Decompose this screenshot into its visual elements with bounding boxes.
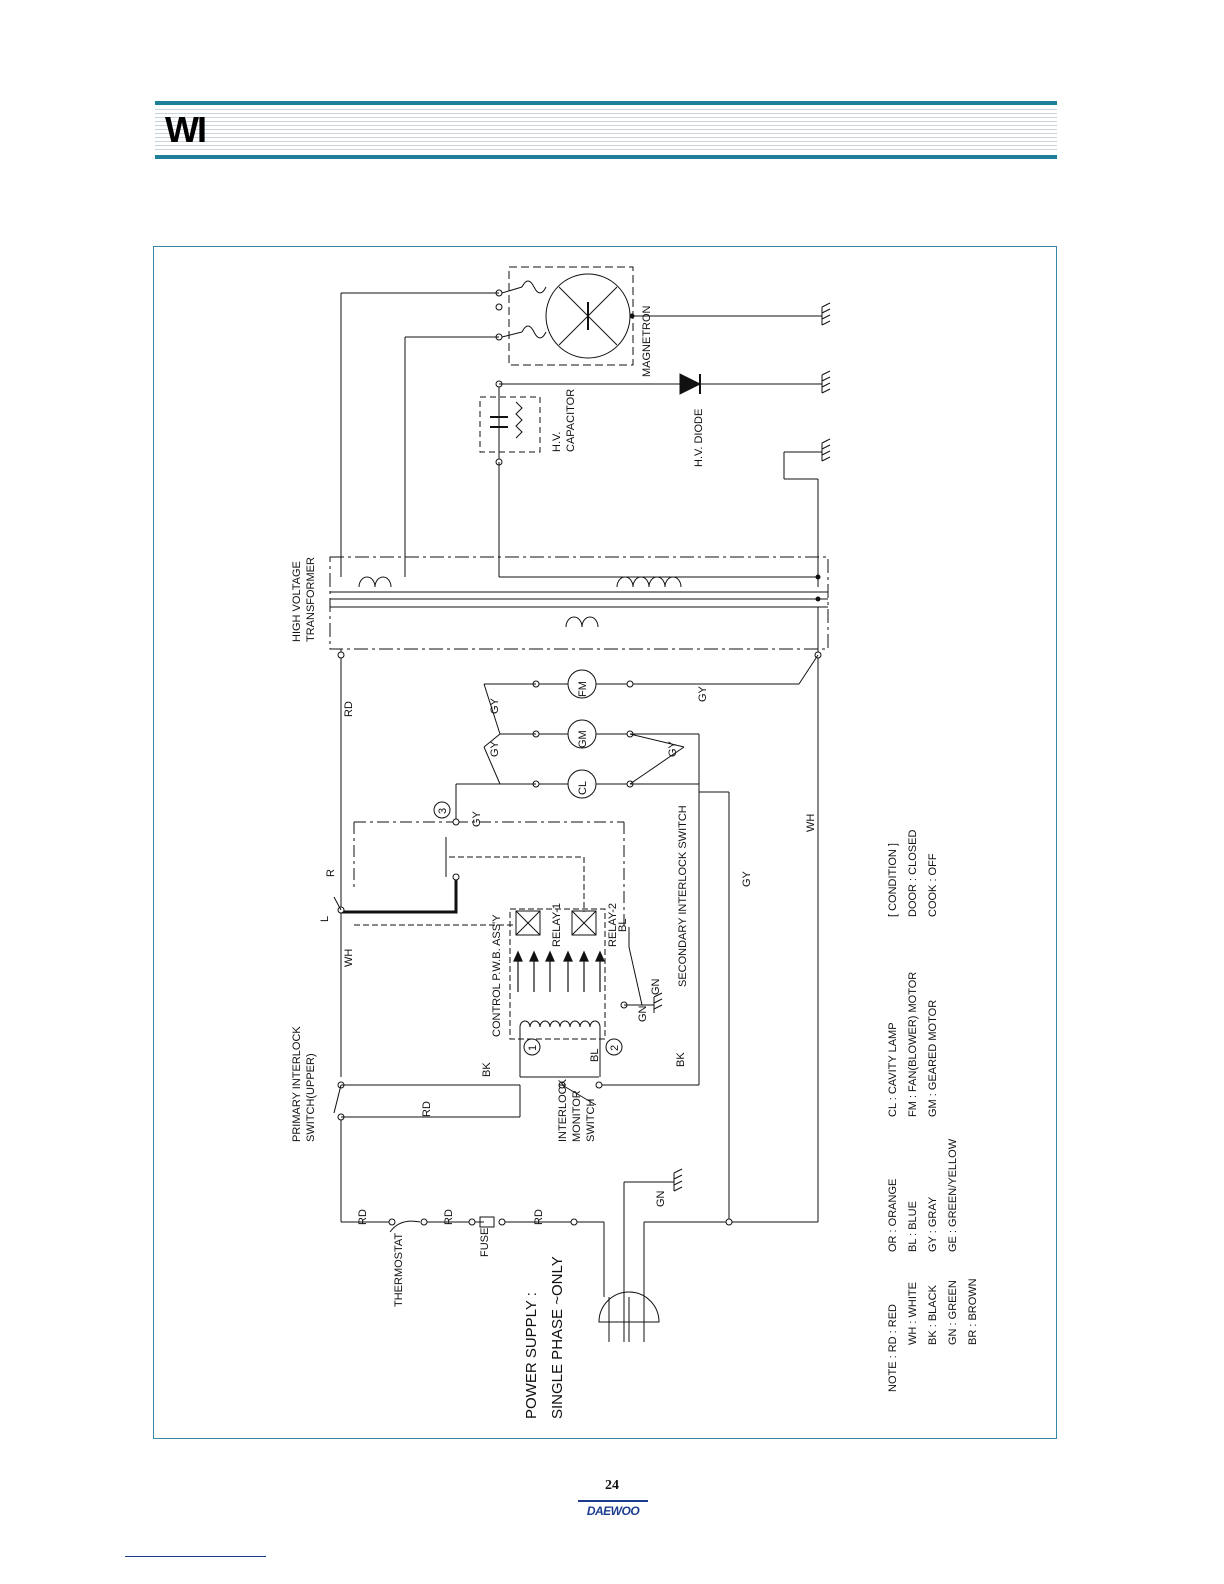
wire-labels: RD WH RD BK BL GN GN BL BK GY GY GY GY G… <box>343 685 817 1225</box>
wiring-diagram: MAGNETRON H.V. CAPACITOR H.V. DIODE <box>291 266 979 1419</box>
wire-gy-6: GY <box>741 870 753 887</box>
note-rd: NOTE : RD : RED <box>887 1304 899 1392</box>
wire-r-label: R <box>325 869 337 877</box>
geared-motor: GM <box>532 719 634 749</box>
cl-label: CL <box>577 781 589 795</box>
fm-label: FM <box>577 681 589 697</box>
note-ge: GE : GREEN/YELLOW <box>947 1138 959 1252</box>
ground-magnetron <box>821 302 831 326</box>
wire-gy-3: GY <box>471 810 483 827</box>
fuse: FUSE <box>468 1216 578 1257</box>
wire-rd-4: RD <box>443 1209 455 1225</box>
primary-interlock-label-2: SWITCH(UPPER) <box>305 1053 317 1142</box>
motor-wiring <box>455 683 729 1086</box>
gm-label: GM <box>577 730 589 748</box>
note-wh: WH : WHITE <box>907 1282 919 1345</box>
condition-cook: COOK : OFF <box>927 853 939 917</box>
node-1-label: 1 <box>527 1045 539 1051</box>
ground-transformer <box>783 438 831 587</box>
thermostat-label: THERMOSTAT <box>393 1233 405 1307</box>
wire-wh-1: WH <box>343 949 355 967</box>
wire-bl-1: BL <box>589 1049 601 1062</box>
interlock-monitor-label-1: INTERLOCK <box>557 1078 569 1142</box>
note-gy: GY : GRAY <box>927 1196 939 1252</box>
section-header: WI <box>155 101 1057 159</box>
node-2-label: 2 <box>609 1045 621 1051</box>
fuse-label: FUSE <box>479 1228 491 1257</box>
wire-l-label: L <box>319 916 331 922</box>
brand-bar <box>578 1500 648 1502</box>
legend-gm: GM : GEARED MOTOR <box>927 1000 939 1117</box>
thermostat: THERMOSTAT <box>388 1218 428 1307</box>
legend-cl: CL : CAVITY LAMP <box>887 1022 899 1117</box>
wire-rd-2: RD <box>421 1101 433 1117</box>
magnetron-label: MAGNETRON <box>641 305 653 377</box>
secondary-interlock-label: SECONDARY INTERLOCK SWITCH <box>677 805 689 987</box>
hv-capacitor: H.V. CAPACITOR <box>479 380 680 466</box>
wire-bk-2: BK <box>675 1052 687 1067</box>
wiring-diagram-frame: MAGNETRON H.V. CAPACITOR H.V. DIODE <box>153 246 1057 1439</box>
wire-bk-1: BK <box>481 1062 493 1077</box>
wire-gy-1: GY <box>489 697 501 714</box>
wire-gy-2: GY <box>489 740 501 757</box>
note-bl: BL : BLUE <box>907 1201 919 1252</box>
main-wires <box>337 292 822 1342</box>
primary-interlock-label-1: PRIMARY INTERLOCK <box>291 1026 303 1142</box>
wire-gy-4: GY <box>667 740 679 757</box>
hv-diode-label: H.V. DIODE <box>693 409 705 467</box>
hv-capacitor-label-2: CAPACITOR <box>565 389 577 452</box>
hv-transformer: HIGH VOLTAGE TRANSFORMER <box>291 556 829 650</box>
relay-2-label: RELAY-2 <box>607 903 619 947</box>
fan-motor: FM <box>532 669 634 699</box>
legend-fm: FM : FAN(BLOWER) MOTOR <box>907 972 919 1117</box>
power-supply-label-1: POWER SUPPLY : <box>523 1292 540 1419</box>
wire-gn-1: GN <box>637 1005 649 1022</box>
ground-plug <box>659 1168 683 1192</box>
door-switches: L R 3 <box>319 801 625 927</box>
header-stripes <box>155 109 1057 151</box>
wire-rd-1: RD <box>343 701 355 717</box>
wire-wh-2: WH <box>805 814 817 832</box>
brand-name: DAEWOO <box>586 1504 640 1518</box>
relay-1-label: RELAY-1 <box>551 903 563 947</box>
power-supply-label-2: SINGLE PHASE ~ONLY <box>549 1256 566 1419</box>
condition-door: DOOR : CLOSED <box>907 830 919 917</box>
power-plug: POWER SUPPLY : SINGLE PHASE ~ONLY <box>523 1256 660 1419</box>
condition-legend: [ CONDITION ] DOOR : CLOSED COOK : OFF <box>887 830 939 917</box>
wire-gn-2: GN <box>650 978 662 995</box>
hv-transformer-label-2: TRANSFORMER <box>305 557 317 642</box>
condition-title: [ CONDITION ] <box>887 843 899 917</box>
color-note-legend: NOTE : RD : RED WH : WHITE BK : BLACK GN… <box>887 1138 979 1392</box>
ground-diode <box>821 370 831 394</box>
cavity-lamp: CL <box>532 769 634 799</box>
primary-interlock-switch: PRIMARY INTERLOCK SWITCH(UPPER) <box>291 1026 521 1142</box>
wire-rd-3: RD <box>357 1209 369 1225</box>
note-gn: GN : GREEN <box>947 1280 959 1345</box>
wire-bl-2: BL <box>617 919 629 932</box>
page-number: 24 <box>605 1478 619 1493</box>
section-title: WI <box>165 109 207 150</box>
magnetron: MAGNETRON <box>495 266 822 377</box>
header-top-rule <box>155 101 1057 105</box>
node-3-label: 3 <box>437 808 449 814</box>
control-pwb-label: CONTROL P.W.B. ASS'Y <box>491 914 503 1037</box>
note-br: BR : BROWN <box>967 1278 979 1345</box>
brand-logo: DAEWOO <box>578 1500 648 1518</box>
hv-diode: H.V. DIODE <box>679 373 822 467</box>
header-bottom-rule <box>155 155 1057 159</box>
control-pwb: RELAY-1 RELAY-2 1 2 CONTROL P.W.B. ASS'Y <box>491 903 623 1077</box>
hv-capacitor-label-1: H.V. <box>551 432 563 452</box>
wire-gy-5: GY <box>697 685 709 702</box>
secondary-interlock-switch: SECONDARY INTERLOCK SWITCH <box>620 805 689 1013</box>
note-or: OR : ORANGE <box>887 1179 899 1252</box>
footnote-rule <box>125 1556 266 1557</box>
wire-rd-5: RD <box>533 1209 545 1225</box>
interlock-monitor-switch: INTERLOCK MONITOR SWITCH <box>520 1076 603 1142</box>
hv-transformer-label-1: HIGH VOLTAGE <box>291 561 303 642</box>
note-bk: BK : BLACK <box>927 1284 939 1345</box>
interlock-monitor-label-3: SWITCH <box>585 1099 597 1142</box>
wire-gn-3: GN <box>655 1190 667 1207</box>
abbreviation-legend: CL : CAVITY LAMP FM : FAN(BLOWER) MOTOR … <box>887 972 939 1117</box>
interlock-monitor-label-2: MONITOR <box>571 1090 583 1142</box>
